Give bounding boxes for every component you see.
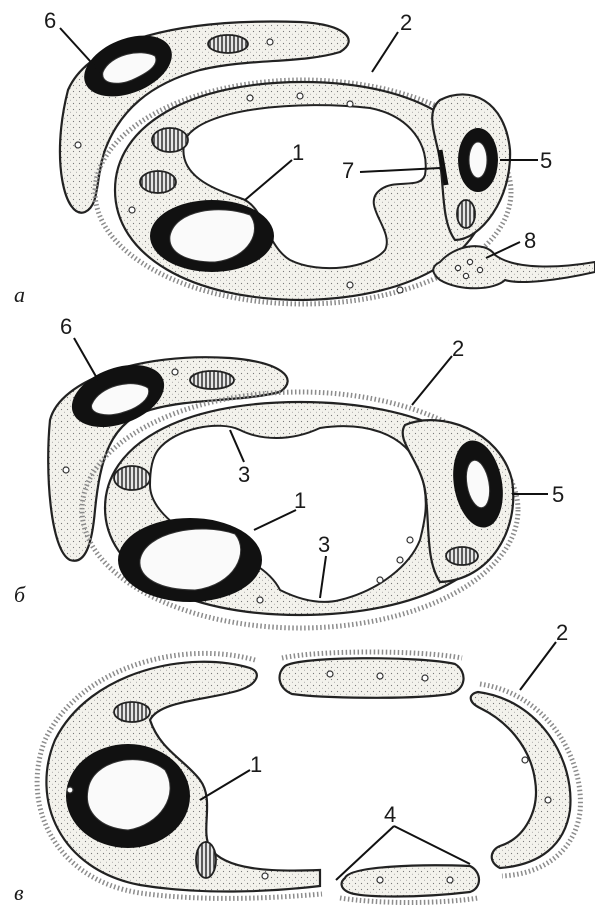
- label-2: 2: [556, 620, 568, 645]
- vesicle: [522, 757, 528, 763]
- vesicle: [397, 557, 403, 563]
- vesicle: [447, 877, 453, 883]
- mitochondrion-b1: [114, 466, 150, 490]
- vesicle: [397, 287, 403, 293]
- endothelial-fragment-top: [280, 658, 464, 698]
- label-6: 6: [60, 314, 72, 339]
- leader-2c: [520, 642, 556, 690]
- mitochondrion-c2: [196, 842, 216, 878]
- panel-a: а: [14, 8, 595, 307]
- vesicle: [347, 282, 353, 288]
- label-4: 4: [384, 802, 396, 827]
- label-1: 1: [250, 752, 262, 777]
- label-2: 2: [452, 336, 464, 361]
- label-7: 7: [342, 158, 354, 183]
- vesicle: [377, 577, 383, 583]
- panel-c-letter: в: [14, 880, 24, 905]
- mitochondrion-c1: [114, 702, 150, 722]
- leader-4-right: [394, 826, 470, 864]
- label-2: 2: [400, 10, 412, 35]
- vesicle: [477, 267, 482, 272]
- vesicle: [262, 873, 268, 879]
- label-1: 1: [292, 140, 304, 165]
- cell-5-chromatin: [469, 142, 487, 178]
- label-3: 3: [238, 462, 250, 487]
- panel-b: б 6 2 3 1 3 5: [14, 314, 564, 628]
- vesicle: [172, 369, 178, 375]
- vesicle: [63, 467, 69, 473]
- endothelial-fragment-right: [471, 692, 571, 868]
- mitochondrion-a1: [152, 128, 188, 152]
- label-6: 6: [44, 8, 56, 33]
- label-1: 1: [294, 488, 306, 513]
- vesicle: [422, 675, 428, 681]
- vesicle: [129, 207, 135, 213]
- vesicle: [467, 259, 472, 264]
- vesicle: [327, 671, 333, 677]
- pericyte-mitochondrion: [190, 371, 234, 389]
- vesicle: [267, 39, 273, 45]
- label-5: 5: [552, 482, 564, 507]
- basal-membrane-top: [282, 652, 462, 658]
- panel-a-letter: а: [14, 282, 25, 307]
- vesicle: [75, 142, 81, 148]
- vesicle: [257, 597, 263, 603]
- basal-membrane-bottom: [340, 898, 478, 903]
- vesicle: [407, 537, 413, 543]
- leader-6b: [74, 338, 98, 380]
- vesicle: [463, 273, 468, 278]
- panel-c: в 1 2 4: [14, 620, 580, 905]
- label-3: 3: [318, 532, 330, 557]
- mitochondrion-a2: [140, 171, 176, 193]
- vesicle: [377, 877, 383, 883]
- pericyte-mitochondrion: [208, 35, 248, 53]
- vesicle: [455, 265, 460, 270]
- cell-5-mitochondrion: [457, 200, 475, 228]
- vesicle: [247, 95, 253, 101]
- vesicle: [545, 797, 551, 803]
- endothelial-fragment-bottom: [342, 865, 479, 896]
- vesicle: [377, 673, 383, 679]
- leader-2a: [372, 32, 398, 72]
- leader-6a: [60, 28, 100, 72]
- vesicle: [297, 93, 303, 99]
- cell-5-mitochondrion: [446, 547, 478, 565]
- panel-b-letter: б: [14, 582, 26, 607]
- leader-1c: [200, 770, 250, 800]
- label-5: 5: [540, 148, 552, 173]
- vesicle: [67, 787, 73, 793]
- leader-2b: [412, 356, 452, 405]
- label-8: 8: [524, 228, 536, 253]
- vesicle: [347, 101, 353, 107]
